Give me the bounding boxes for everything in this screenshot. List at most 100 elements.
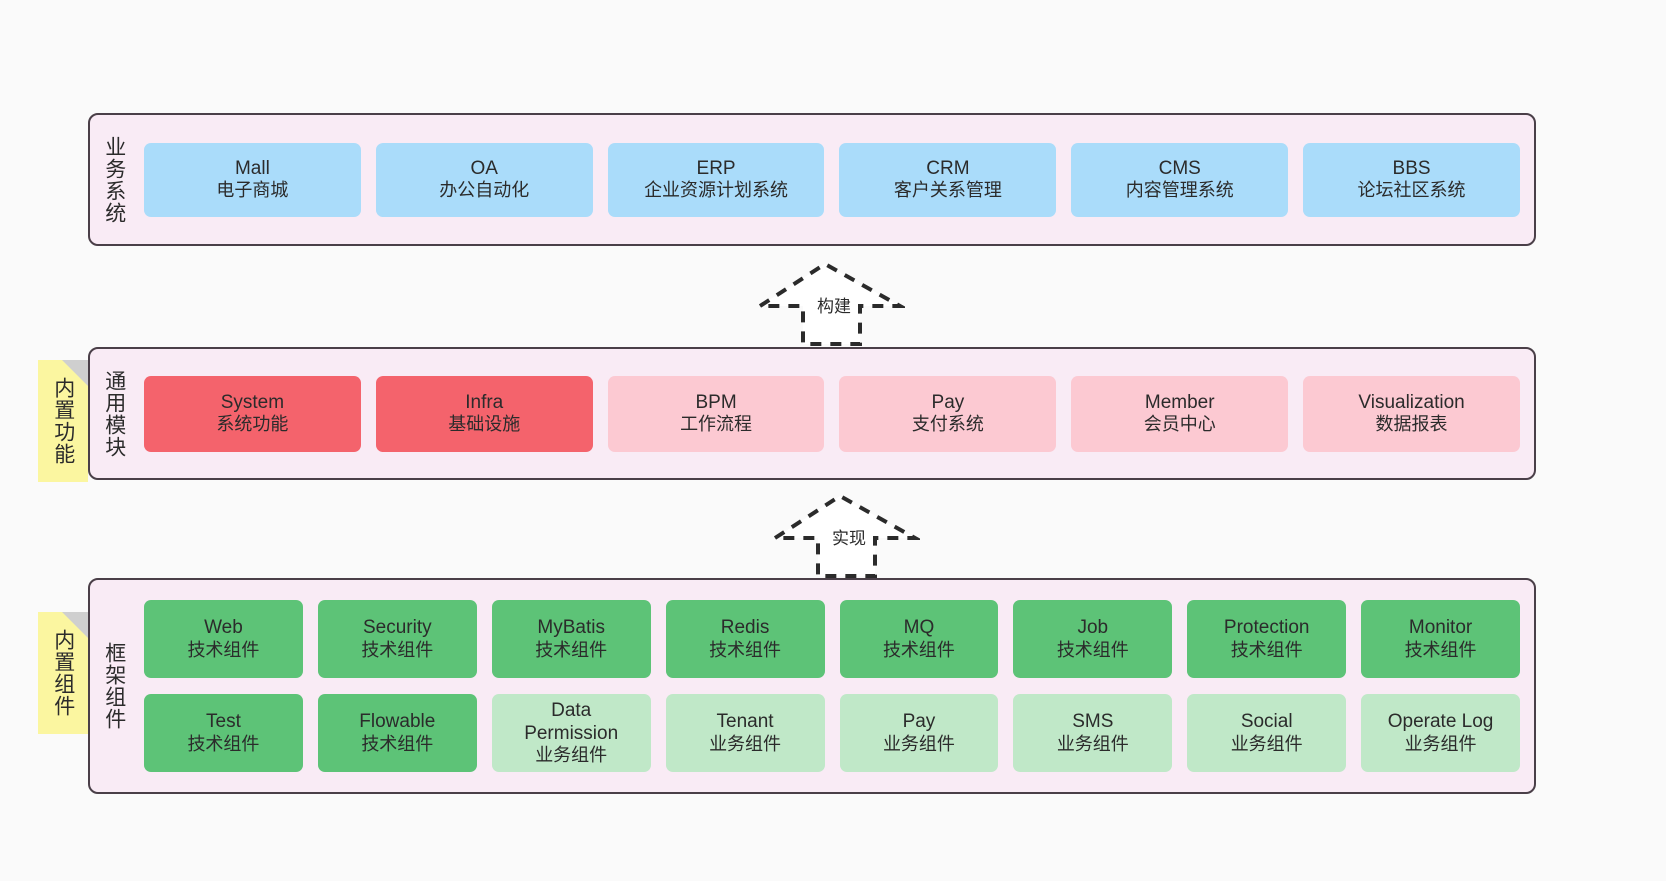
card-subtitle: 数据报表 bbox=[1375, 414, 1448, 435]
card-subtitle: 技术组件 bbox=[1056, 639, 1129, 660]
card-sms[interactable]: SMS 业务组件 bbox=[1013, 694, 1173, 772]
layer-title-business-system: 业务系统 bbox=[102, 135, 126, 224]
card-subtitle: 电子商城 bbox=[216, 180, 289, 201]
layer-body-framework-component: Web 技术组件 Security 技术组件 MyBatis 技术组件 Redi… bbox=[138, 580, 1534, 792]
card-title: Operate Log bbox=[1387, 711, 1494, 733]
card-title: Mall bbox=[234, 157, 270, 179]
card-title: Job bbox=[1077, 617, 1109, 639]
card-row: Mall 电子商城 OA 办公自动化 ERP 企业资源计划系统 CRM 客户关系… bbox=[144, 142, 1520, 217]
card-subtitle: 工作流程 bbox=[680, 414, 753, 435]
card-tenant[interactable]: Tenant 业务组件 bbox=[665, 694, 825, 772]
card-title: MQ bbox=[903, 617, 935, 639]
card-title: Data bbox=[551, 699, 592, 721]
layer-title-framework-component: 框架组件 bbox=[102, 642, 126, 730]
card-subtitle: 技术组件 bbox=[535, 639, 608, 660]
card-subtitle: 技术组件 bbox=[361, 733, 434, 754]
card-subtitle: 技术组件 bbox=[187, 733, 260, 754]
card-subtitle: 技术组件 bbox=[187, 639, 260, 660]
card-member[interactable]: Member 会员中心 bbox=[1071, 375, 1289, 452]
card-subtitle: 论坛社区系统 bbox=[1357, 180, 1466, 201]
sticky-note-builtin-function: 内置功能 bbox=[38, 360, 88, 482]
card-crm[interactable]: CRM 客户关系管理 bbox=[839, 142, 1057, 217]
card-title: System bbox=[220, 391, 285, 413]
card-subtitle: 技术组件 bbox=[882, 639, 955, 660]
card-bpm[interactable]: BPM 工作流程 bbox=[607, 375, 825, 452]
card-title: Visualization bbox=[1358, 391, 1465, 413]
card-redis[interactable]: Redis 技术组件 bbox=[665, 600, 825, 678]
card-title: Monitor bbox=[1408, 617, 1473, 639]
card-subtitle: 办公自动化 bbox=[439, 180, 530, 201]
card-web[interactable]: Web 技术组件 bbox=[144, 600, 303, 678]
card-mq[interactable]: MQ 技术组件 bbox=[839, 600, 999, 678]
sticky-note-label: 内置功能 bbox=[51, 377, 75, 465]
card-subtitle: 业务组件 bbox=[535, 745, 608, 766]
card-infra[interactable]: Infra 基础设施 bbox=[375, 375, 593, 452]
card-bbs[interactable]: BBS 论坛社区系统 bbox=[1303, 142, 1520, 217]
layer-common-module: 通用模块 System 系统功能 Infra 基础设施 BPM 工作流程 Pay… bbox=[88, 347, 1536, 480]
card-subtitle: 支付系统 bbox=[911, 414, 984, 435]
card-subtitle: 业务组件 bbox=[1230, 733, 1303, 754]
card-subtitle: 技术组件 bbox=[709, 639, 782, 660]
card-title: MyBatis bbox=[537, 617, 605, 639]
layer-body-business-system: Mall 电子商城 OA 办公自动化 ERP 企业资源计划系统 CRM 客户关系… bbox=[138, 115, 1534, 244]
card-subtitle: 会员中心 bbox=[1143, 414, 1216, 435]
card-subtitle: 系统功能 bbox=[216, 414, 289, 435]
card-mybatis[interactable]: MyBatis 技术组件 bbox=[491, 600, 651, 678]
card-test[interactable]: Test 技术组件 bbox=[144, 694, 303, 772]
card-subtitle: 业务组件 bbox=[1056, 733, 1129, 754]
card-operate-log[interactable]: Operate Log 业务组件 bbox=[1361, 694, 1520, 772]
card-title: CMS bbox=[1158, 157, 1201, 179]
card-security[interactable]: Security 技术组件 bbox=[317, 600, 477, 678]
sticky-note-label: 内置组件 bbox=[51, 629, 75, 717]
card-mall[interactable]: Mall 电子商城 bbox=[144, 142, 361, 217]
card-pay-business[interactable]: Pay 业务组件 bbox=[839, 694, 999, 772]
card-subtitle: 技术组件 bbox=[1230, 639, 1303, 660]
card-title: Social bbox=[1240, 711, 1293, 733]
card-monitor[interactable]: Monitor 技术组件 bbox=[1361, 600, 1520, 678]
card-row: Test 技术组件 Flowable 技术组件 Data Permission … bbox=[144, 694, 1520, 772]
card-subtitle: 客户关系管理 bbox=[893, 180, 1002, 201]
card-row: System 系统功能 Infra 基础设施 BPM 工作流程 Pay 支付系统… bbox=[144, 375, 1520, 452]
card-title: Pay bbox=[902, 711, 936, 733]
card-oa[interactable]: OA 办公自动化 bbox=[375, 142, 593, 217]
card-subtitle: 业务组件 bbox=[709, 733, 782, 754]
connector-build-label: 构建 bbox=[817, 297, 851, 316]
card-cms[interactable]: CMS 内容管理系统 bbox=[1071, 142, 1289, 217]
connector-implement-label: 实现 bbox=[832, 529, 866, 548]
card-title: Flowable bbox=[359, 711, 436, 733]
card-erp[interactable]: ERP 企业资源计划系统 bbox=[607, 142, 825, 217]
card-protection[interactable]: Protection 技术组件 bbox=[1187, 600, 1347, 678]
card-title: CRM bbox=[926, 157, 970, 179]
card-title: Security bbox=[362, 617, 432, 639]
card-subtitle: 业务组件 bbox=[1404, 733, 1477, 754]
card-title: BPM bbox=[695, 391, 737, 413]
layer-body-common-module: System 系统功能 Infra 基础设施 BPM 工作流程 Pay 支付系统… bbox=[138, 349, 1534, 478]
card-title: Member bbox=[1144, 391, 1215, 413]
card-flowable[interactable]: Flowable 技术组件 bbox=[317, 694, 477, 772]
card-title-line2: Permission bbox=[524, 723, 619, 745]
card-system[interactable]: System 系统功能 bbox=[144, 375, 361, 452]
card-pay[interactable]: Pay 支付系统 bbox=[839, 375, 1057, 452]
card-subtitle: 内容管理系统 bbox=[1125, 180, 1234, 201]
card-row: Web 技术组件 Security 技术组件 MyBatis 技术组件 Redi… bbox=[144, 600, 1520, 678]
card-subtitle: 企业资源计划系统 bbox=[644, 180, 789, 201]
card-job[interactable]: Job 技术组件 bbox=[1013, 600, 1173, 678]
card-title: SMS bbox=[1072, 711, 1114, 733]
card-title: Redis bbox=[720, 617, 770, 639]
card-title: Pay bbox=[931, 391, 965, 413]
card-title: Test bbox=[206, 711, 241, 733]
layer-title-common-module: 通用模块 bbox=[102, 369, 126, 458]
card-data-permission[interactable]: Data Permission 业务组件 bbox=[491, 694, 651, 772]
sticky-note-builtin-component: 内置组件 bbox=[38, 612, 88, 734]
card-title: OA bbox=[470, 157, 498, 179]
card-title: Protection bbox=[1223, 617, 1310, 639]
card-subtitle: 技术组件 bbox=[361, 639, 434, 660]
card-title: Infra bbox=[465, 391, 504, 413]
card-social[interactable]: Social 业务组件 bbox=[1187, 694, 1347, 772]
card-visualization[interactable]: Visualization 数据报表 bbox=[1303, 375, 1520, 452]
card-subtitle: 业务组件 bbox=[882, 733, 955, 754]
card-title: Tenant bbox=[716, 711, 774, 733]
card-subtitle: 基础设施 bbox=[448, 414, 521, 435]
layer-framework-component: 框架组件 Web 技术组件 Security 技术组件 MyBatis 技术组件… bbox=[88, 578, 1536, 794]
